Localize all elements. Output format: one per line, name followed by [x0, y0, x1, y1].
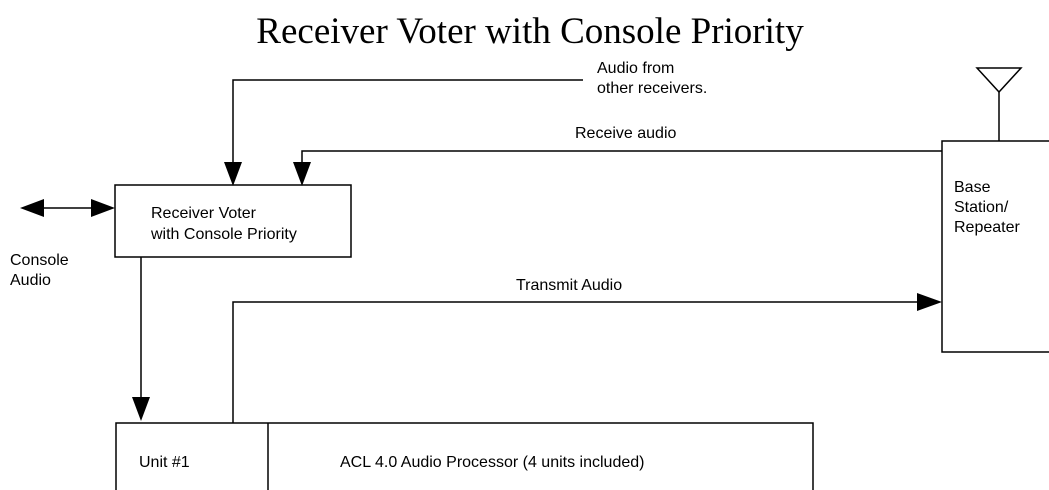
receive-audio-arrowhead — [293, 162, 311, 186]
voter-to-unit-arrowhead — [132, 397, 150, 421]
receive-audio-line — [301, 150, 942, 165]
other-receivers-arrowhead — [224, 162, 242, 186]
voter-box-line1: Receiver Voter — [151, 205, 257, 222]
antenna-icon — [975, 67, 1023, 94]
base-station-line2: Station/ — [954, 199, 1009, 216]
console-label-line2: Audio — [10, 272, 51, 289]
console-right-arrowhead — [91, 199, 115, 217]
processor-main-label: ACL 4.0 Audio Processor (4 units include… — [340, 454, 644, 471]
base-station-box — [941, 140, 1049, 353]
processor-unit-label: Unit #1 — [139, 454, 190, 471]
console-left-arrowhead — [20, 199, 44, 217]
audio-from-label-line2: other receivers. — [597, 80, 707, 97]
transmit-audio-line — [232, 301, 920, 423]
base-station-line1: Base — [954, 179, 991, 196]
transmit-audio-label: Transmit Audio — [516, 277, 622, 294]
receive-audio-label: Receive audio — [575, 125, 677, 142]
console-label-line1: Console — [10, 252, 69, 269]
transmit-audio-arrowhead — [917, 293, 942, 311]
diagram-title: Receiver Voter with Console Priority — [256, 11, 804, 52]
audio-from-label-line1: Audio from — [597, 60, 674, 77]
audio-processor-box — [115, 422, 814, 490]
base-station-line3: Repeater — [954, 219, 1020, 236]
voter-box-line2: with Console Priority — [150, 226, 297, 243]
other-receivers-line — [232, 79, 583, 165]
receiver-voter-box — [114, 184, 352, 258]
